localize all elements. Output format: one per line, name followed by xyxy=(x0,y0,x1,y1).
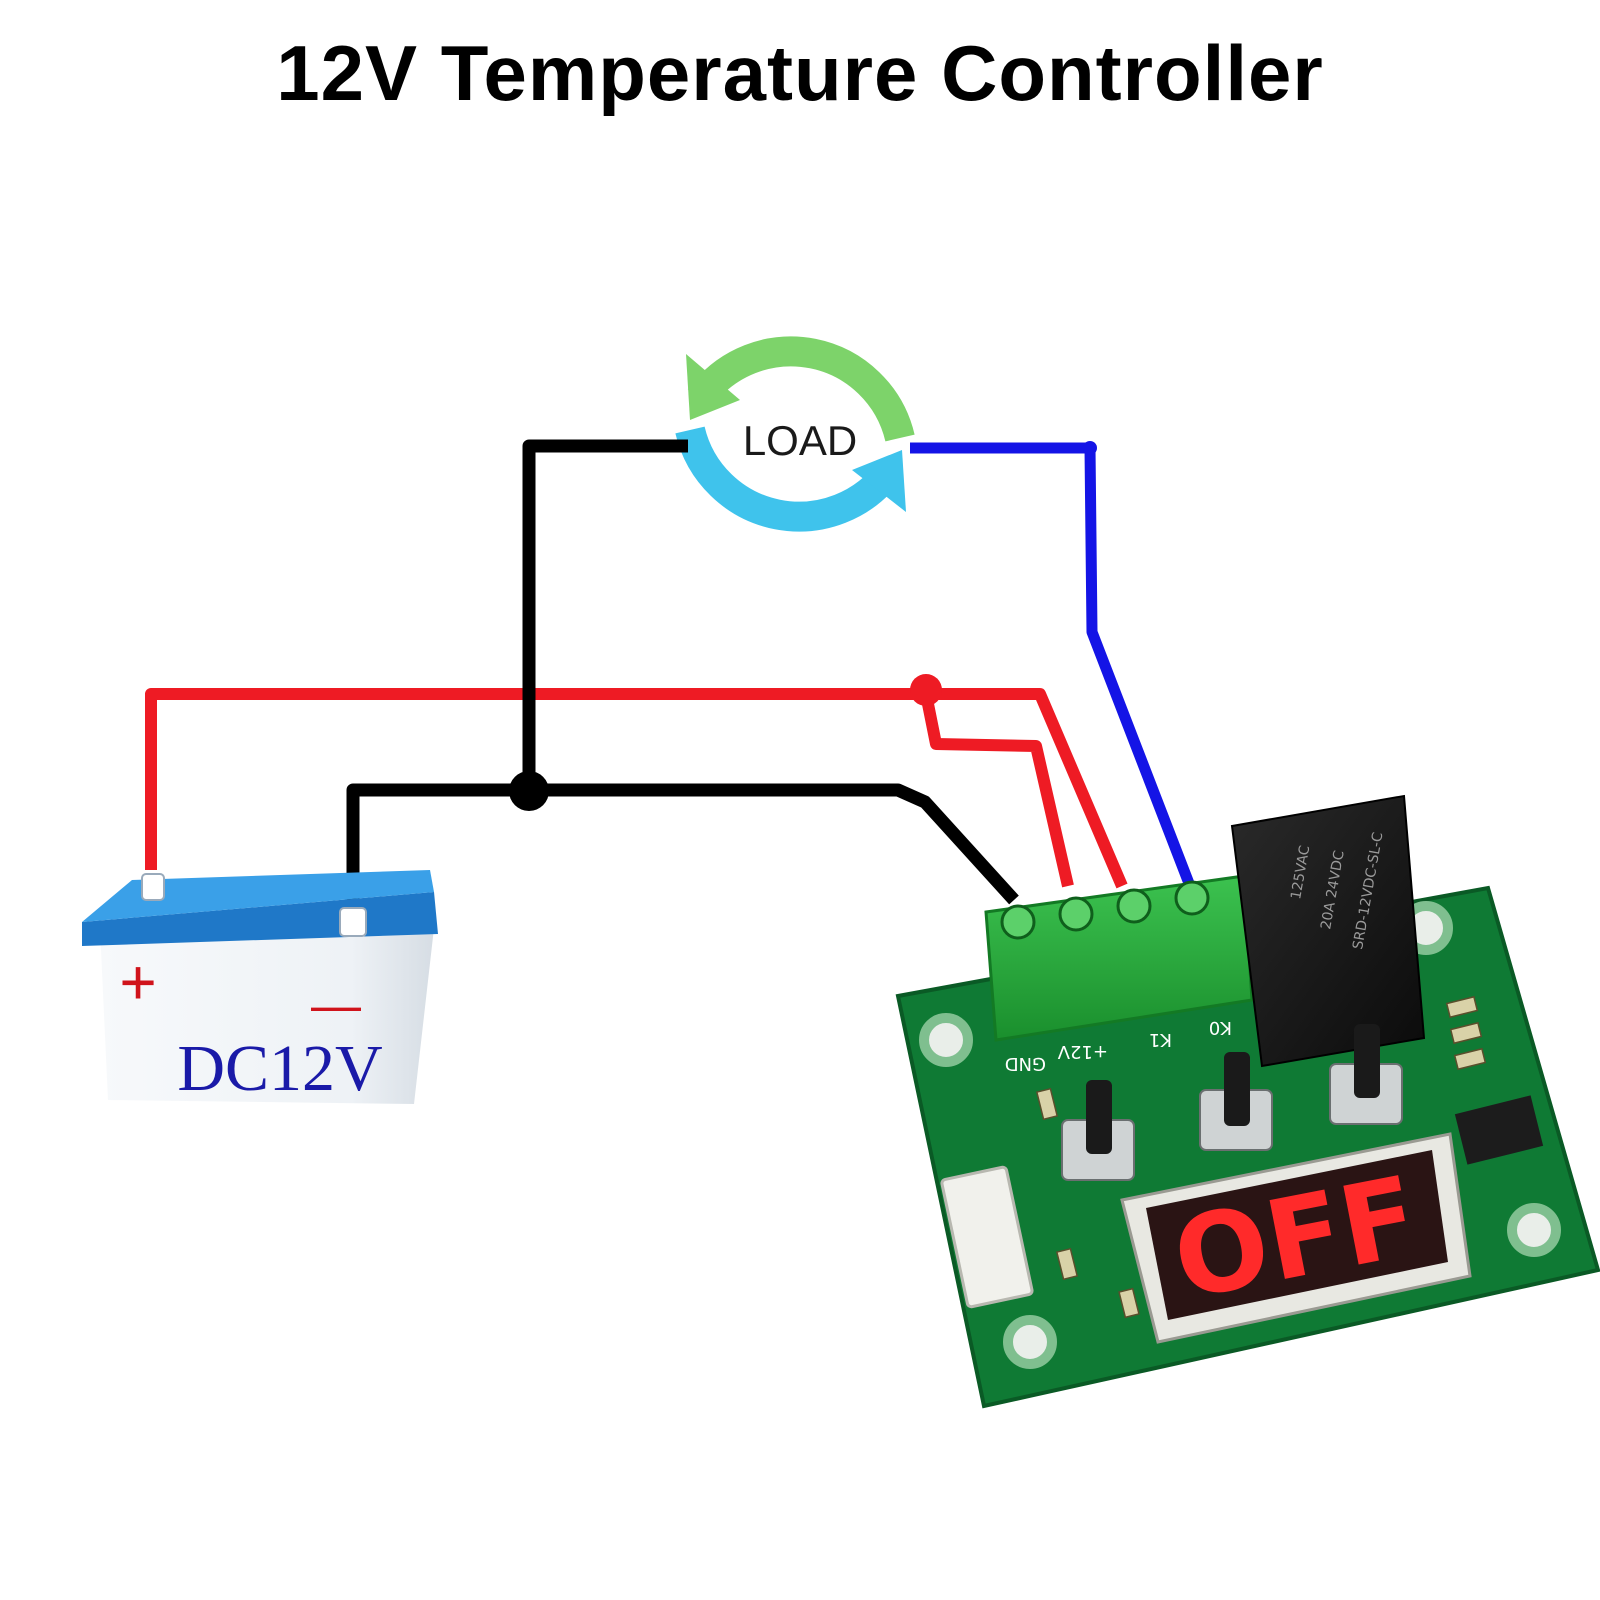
relay-body xyxy=(1230,794,1426,1068)
load-wire xyxy=(910,442,1196,888)
terminal-block: GND +12V K1 K0 xyxy=(984,874,1254,1074)
positive-wire-main xyxy=(145,688,1128,889)
positive-wire-branch xyxy=(920,692,1074,888)
ground-junction xyxy=(509,771,549,811)
positive-junction xyxy=(910,674,942,706)
terminal-block-body xyxy=(984,874,1254,1042)
tactile-buttons xyxy=(1061,1024,1403,1181)
battery-negative-terminal xyxy=(339,907,367,937)
terminal-label-gnd: GND xyxy=(1005,1053,1046,1074)
terminal-label-12v: +12V xyxy=(1057,1041,1108,1062)
button-set xyxy=(1086,1080,1112,1154)
page-title: 12V Temperature Controller xyxy=(276,29,1324,117)
button-up xyxy=(1224,1052,1250,1126)
battery-minus-label: — xyxy=(311,977,361,1033)
battery: + — DC12V xyxy=(82,870,438,1105)
load-wire-joint xyxy=(1083,441,1097,455)
button-down xyxy=(1354,1024,1380,1098)
load-arrow-green-head xyxy=(686,354,740,420)
terminal-screw-12v xyxy=(1058,896,1094,932)
battery-lid-top xyxy=(82,870,434,922)
controller-board: GND +12V K1 K0 125VAC 20A 24VDC SRD-12VD… xyxy=(895,794,1600,1409)
terminal-screw-k0 xyxy=(1174,880,1210,916)
load-arrow-green xyxy=(687,336,915,442)
terminal-screw-gnd xyxy=(1000,904,1036,940)
positive-wires xyxy=(145,688,1128,889)
ic-chip xyxy=(1454,1095,1544,1165)
battery-positive-terminal xyxy=(141,873,165,901)
load-arrow-blue xyxy=(675,426,903,532)
battery-body xyxy=(100,928,434,1104)
load-label: LOAD xyxy=(743,417,857,464)
terminal-screw-k1 xyxy=(1116,888,1152,924)
battery-plus-label: + xyxy=(119,946,156,1018)
ground-wires xyxy=(346,439,1019,920)
sensor-connector xyxy=(940,1165,1034,1309)
load-arrow-blue-head xyxy=(852,450,906,512)
terminal-label-k0: K0 xyxy=(1209,1017,1232,1038)
load-icon: LOAD xyxy=(675,336,915,532)
battery-voltage-label: DC12V xyxy=(177,1032,382,1105)
display-window xyxy=(1146,1150,1448,1320)
terminal-screws xyxy=(1000,880,1210,940)
ground-wire-main xyxy=(346,783,1019,920)
terminal-label-k1: K1 xyxy=(1149,1029,1172,1050)
smd-components xyxy=(1035,995,1487,1319)
led-display: OFF xyxy=(1120,1132,1472,1344)
ground-wire-load xyxy=(522,439,688,790)
relay: 125VAC 20A 24VDC SRD-12VDC-SL-C xyxy=(1230,794,1426,1068)
